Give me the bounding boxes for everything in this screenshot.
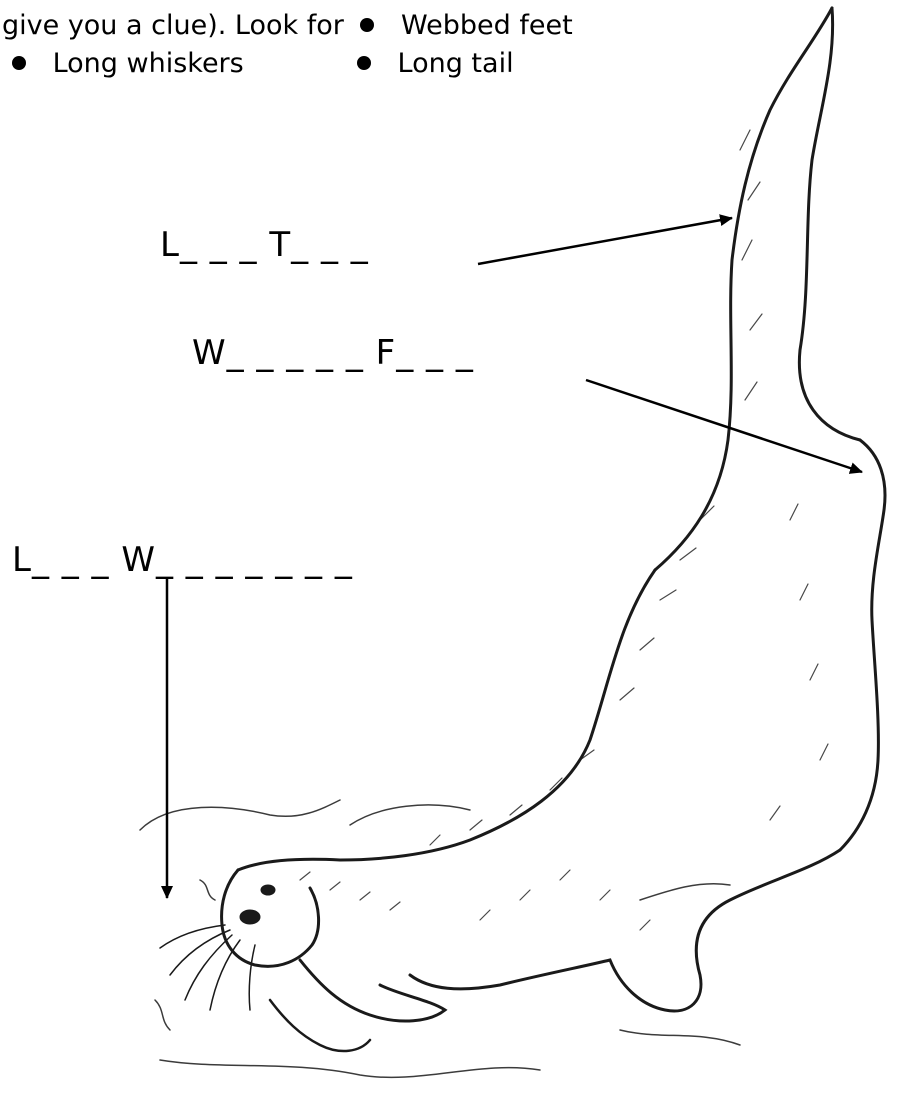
otter-body (238, 570, 655, 870)
otter-head (222, 870, 319, 966)
water-ripples (140, 800, 740, 1077)
arrow-long-tail (478, 218, 732, 264)
otter-front-paw (300, 960, 445, 1021)
fur-shading (300, 130, 828, 930)
blank-label-long-whiskers: L_ _ _ W_ _ _ _ _ _ _ (12, 540, 353, 580)
otter-eye (261, 885, 275, 895)
otter-hind-foot (840, 440, 885, 850)
blank-label-long-tail: L_ _ _ T_ _ _ (160, 225, 369, 265)
otter-nose (240, 910, 260, 924)
blank-label-webbed-feet: W_ _ _ _ _ F_ _ _ (192, 333, 474, 373)
otter-whiskers (160, 925, 255, 1010)
